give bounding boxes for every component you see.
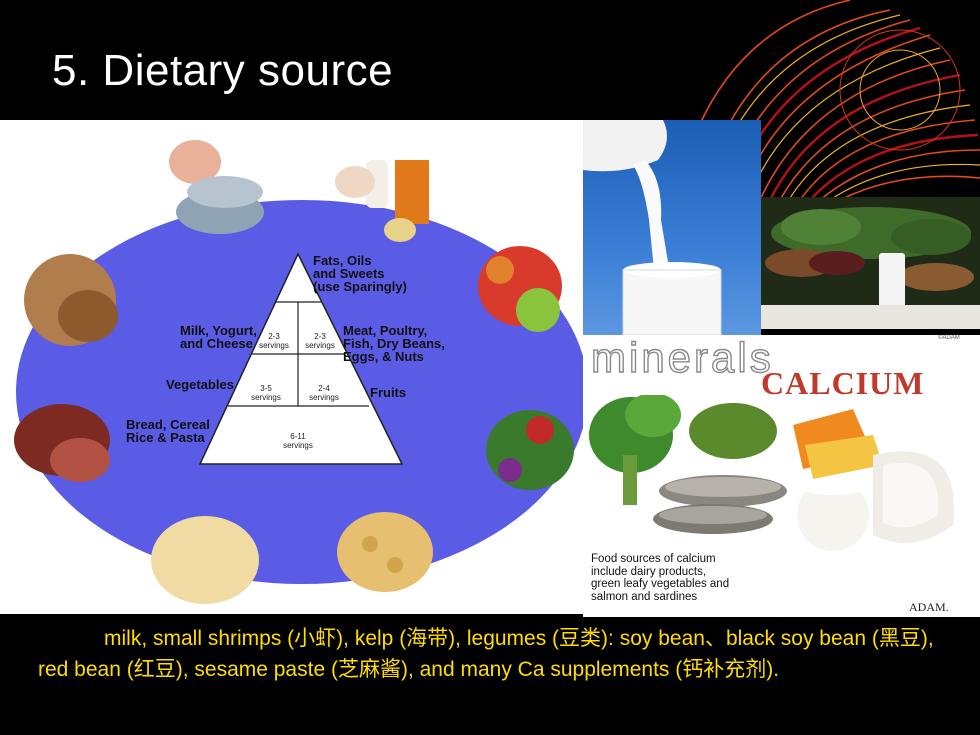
meat-servings: 2-3 servings [305,332,335,350]
pyramid-label-grains: Bread, Cereal Rice & Pasta [126,417,210,445]
vegetable-servings: 3-5 servings [251,384,281,402]
minerals-heading: minerals [590,335,774,381]
calcium-heading: CALCIUM [761,365,925,401]
copyright-mark: ©ADAM [938,335,960,341]
calcium-food-illustration [589,395,954,551]
pyramid-label-vegetables: Vegetables [166,377,234,392]
pyramid-label-dairy: Milk, Yogurt, and Cheese [180,323,257,351]
calcium-foods-image: ©ADAM minerals CALCIUM Food sources of c… [583,335,980,617]
dietary-source-caption: milk, small shrimps (小虾), kelp (海带), leg… [38,627,934,681]
greens-illustration [761,197,980,329]
milk-illustration [583,120,722,335]
pyramid-label-fats: Fats, Oils and Sweets (use Sparingly) [313,253,407,294]
dairy-servings: 2-3 servings [259,332,289,350]
calcium-caption: Food sources of calcium include dairy pr… [591,553,730,603]
caption-area: milk, small shrimps (小虾), kelp (海带), leg… [0,617,980,735]
milk-photo [583,120,761,335]
pyramid-label-meat: Meat, Poultry, Fish, Dry Beans, Eggs, & … [343,323,445,364]
adam-logo: ADAM. [909,600,949,614]
grain-servings: 6-11 servings [283,432,313,450]
food-pyramid-graphic [14,140,583,604]
fruit-servings: 2-4 servings [309,384,339,402]
slide-title: 5. Dietary source [52,46,394,95]
greens-beans-photo [761,197,980,329]
food-pyramid-image: Fats, Oils and Sweets (use Sparingly) Mi… [0,120,583,614]
pyramid-label-fruits: Fruits [370,385,407,400]
